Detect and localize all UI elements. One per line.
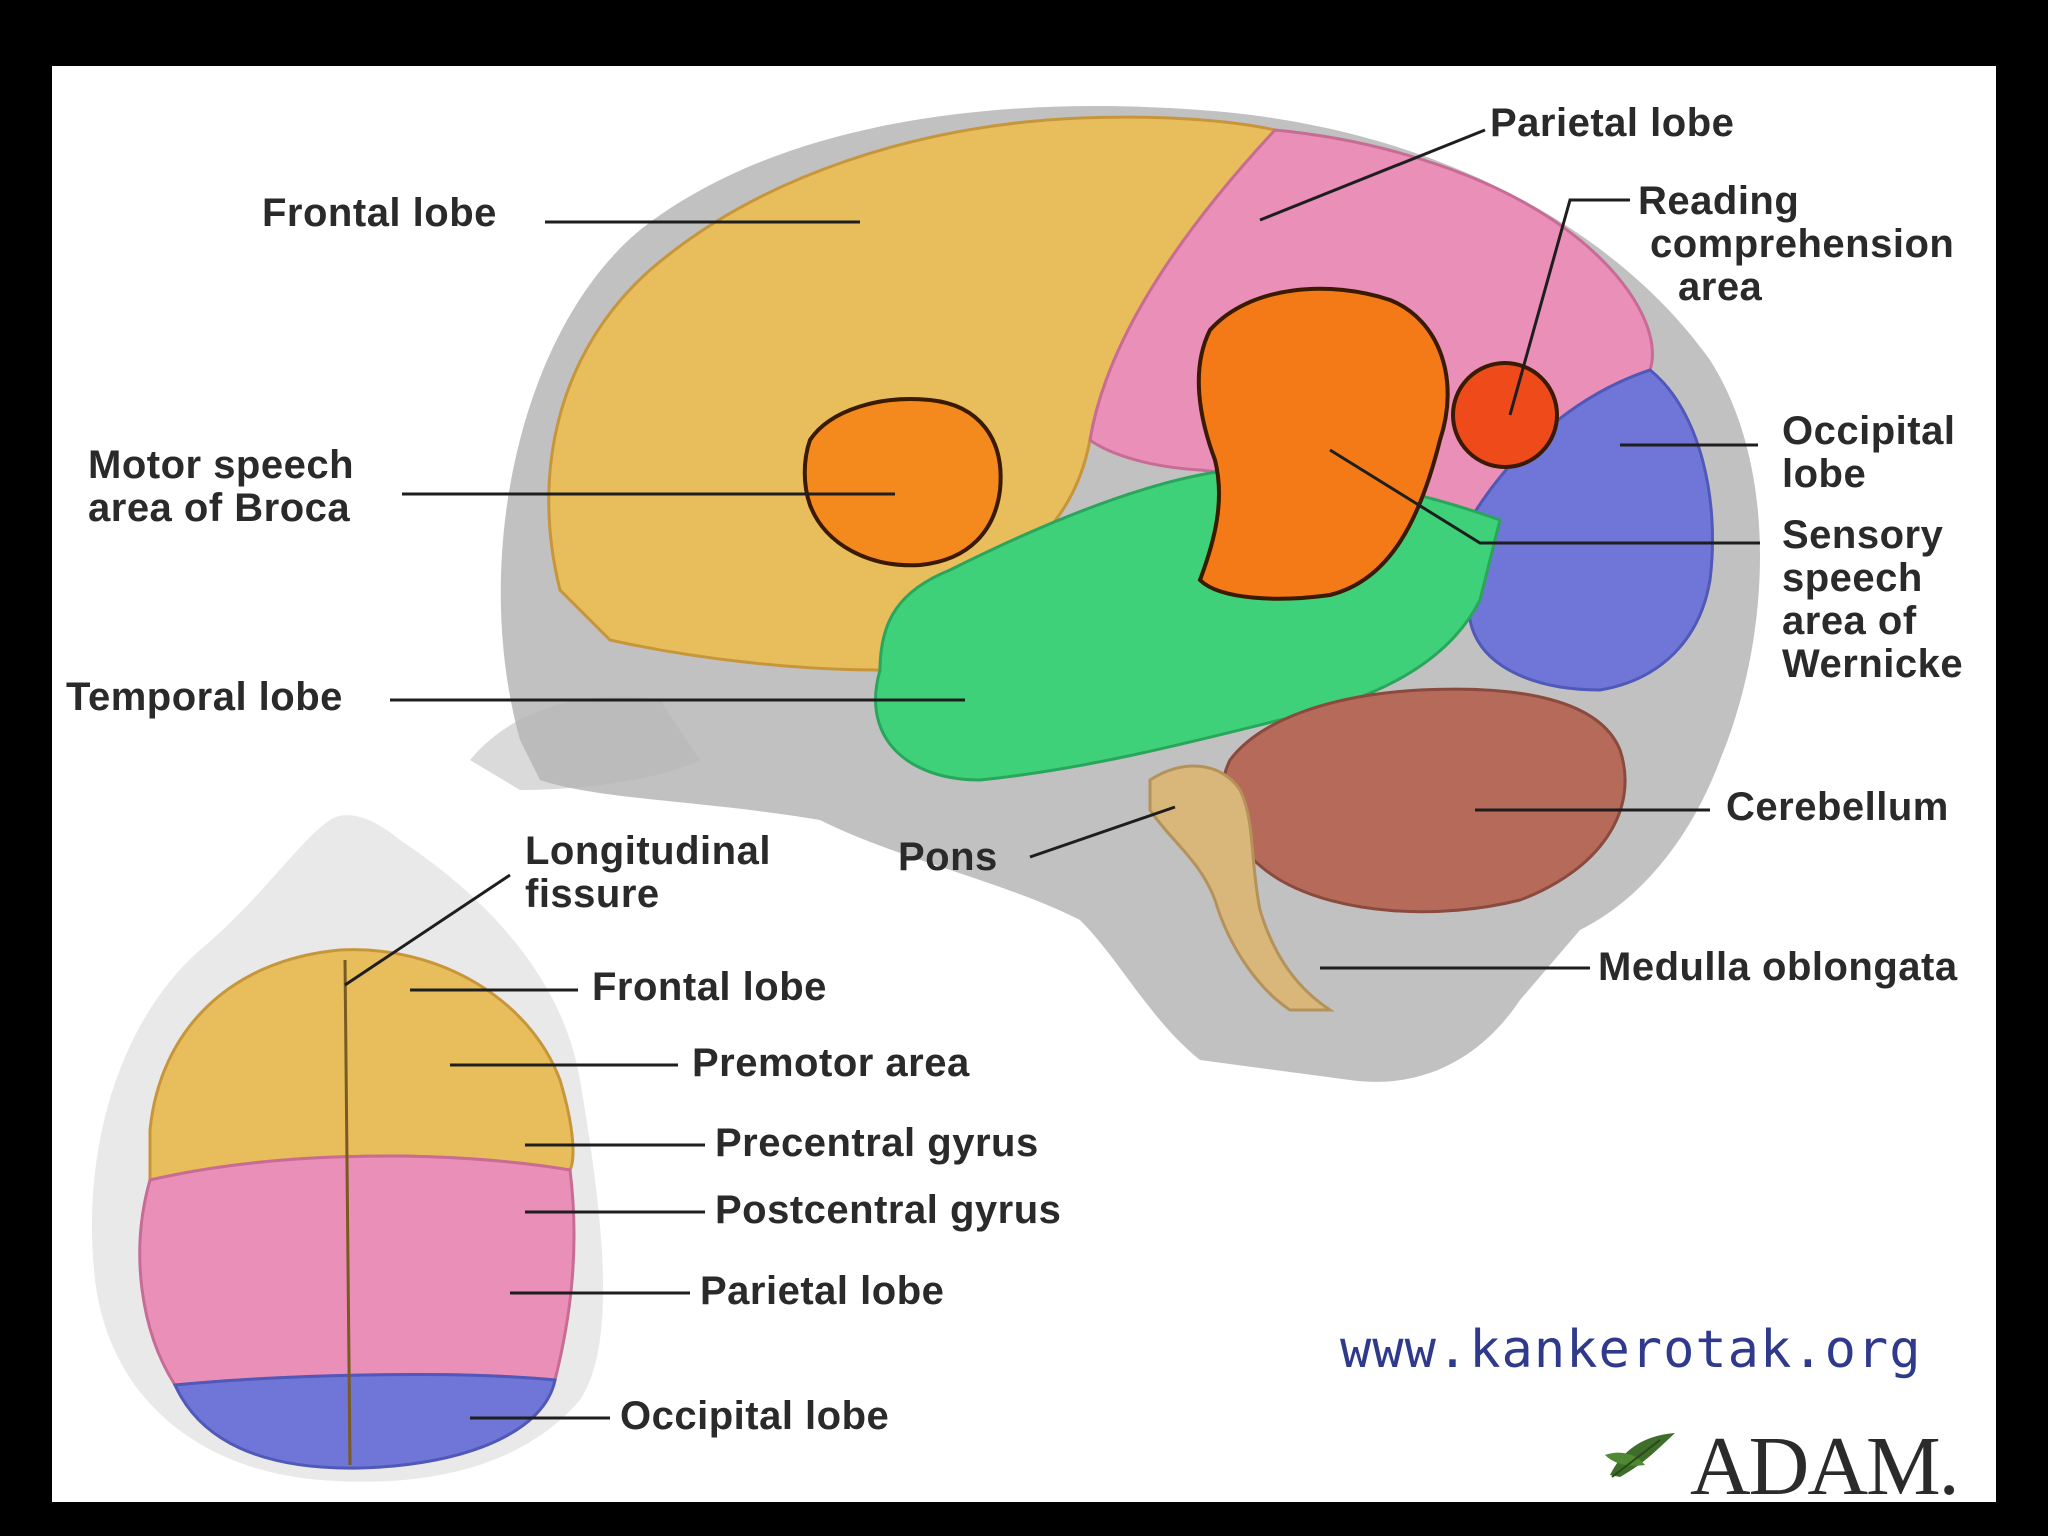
label-longitudinal-fissure: Longitudinal fissure <box>525 830 771 916</box>
label-parietal-lobe: Parietal lobe <box>1490 102 1734 145</box>
label-cerebellum: Cerebellum <box>1726 786 1949 829</box>
label-top-occipital-lobe: Occipital lobe <box>620 1395 889 1438</box>
label-longitudinal-line2: fissure <box>525 873 771 916</box>
label-top-frontal-lobe: Frontal lobe <box>592 966 827 1009</box>
label-wernicke-line3: area of <box>1782 600 1963 643</box>
reading-area <box>1453 363 1557 467</box>
adam-logo: ADAM. <box>1690 1418 1958 1515</box>
label-broca-line1: Motor speech <box>88 444 354 487</box>
label-premotor-area: Premotor area <box>692 1042 970 1085</box>
website-url: www.kankerotak.org <box>1340 1320 1922 1380</box>
label-occipital-line2: lobe <box>1782 453 1955 496</box>
label-broca-area: Motor speech area of Broca <box>88 444 354 530</box>
label-reading-line3: area <box>1678 266 1954 309</box>
label-wernicke-area: Sensory speech area of Wernicke <box>1782 514 1963 686</box>
label-reading-line1: Reading <box>1638 180 1954 223</box>
label-wernicke-line4: Wernicke <box>1782 643 1963 686</box>
label-broca-line2: area of Broca <box>88 487 354 530</box>
label-wernicke-line2: speech <box>1782 557 1963 600</box>
label-wernicke-line1: Sensory <box>1782 514 1963 557</box>
label-occipital-line1: Occipital <box>1782 410 1955 453</box>
label-occipital-lobe: Occipital lobe <box>1782 410 1955 496</box>
label-top-parietal-lobe: Parietal lobe <box>700 1270 944 1313</box>
label-reading-line2: comprehension <box>1650 223 1954 266</box>
label-medulla: Medulla oblongata <box>1598 946 1958 989</box>
label-longitudinal-line1: Longitudinal <box>525 830 771 873</box>
broca-area <box>805 399 1001 565</box>
label-precentral-gyrus: Precentral gyrus <box>715 1122 1039 1165</box>
adam-leaf-icon <box>1600 1425 1680 1485</box>
label-pons: Pons <box>898 836 998 879</box>
label-temporal-lobe: Temporal lobe <box>66 676 343 719</box>
label-postcentral-gyrus: Postcentral gyrus <box>715 1189 1061 1232</box>
top-parietal-lobe <box>140 1156 574 1385</box>
label-reading-area: Reading comprehension area <box>1638 180 1954 309</box>
label-frontal-lobe: Frontal lobe <box>262 192 497 235</box>
cerebellum <box>1222 689 1625 912</box>
